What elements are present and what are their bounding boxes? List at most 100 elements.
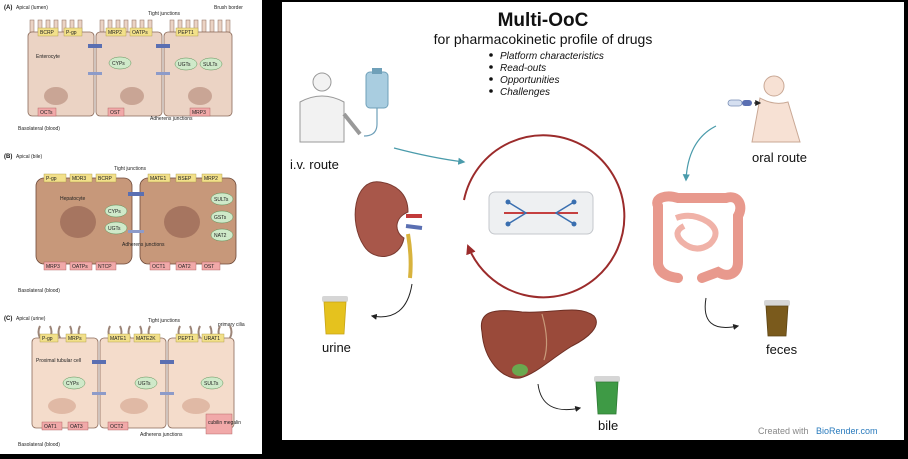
- panel-a-nucleus: [120, 87, 144, 105]
- panel-b-apical-label: Apical (bile): [16, 154, 42, 160]
- enzyme-bubble: [174, 57, 198, 71]
- diagram-title: Multi-OoC: [498, 10, 589, 31]
- panel-c-nucleus: [182, 398, 210, 414]
- transporter-tag: [175, 173, 197, 183]
- transporter-tag: [175, 27, 199, 37]
- multi-ooc-svg: Multi-OoC for pharmacokinetic profile of…: [290, 10, 878, 436]
- enzyme-label: UGTs: [108, 226, 121, 232]
- bullet-dot: [489, 53, 493, 57]
- bile-arrow: [537, 383, 582, 412]
- bullet-dot: [489, 77, 493, 81]
- panel-c-proximal-tubule: (C) Apical (urine) Tight junctions prima…: [4, 316, 245, 448]
- panel-a-basolateral-label: Basolateral (blood): [18, 126, 60, 132]
- enzyme-label: CYPs: [112, 61, 125, 67]
- transporter-tag: [175, 261, 197, 271]
- transporter-tag: [105, 27, 127, 37]
- panel-a-cell-label: Enterocyte: [36, 54, 60, 60]
- diagram-subtitle: for pharmacokinetic profile of drugs: [434, 31, 653, 47]
- panel-b-tight-junction: [128, 192, 144, 196]
- transporter-label: MRP3: [46, 264, 60, 270]
- credit-brand: BioRender.com: [816, 426, 878, 436]
- panel-a-tight-junction: [88, 44, 102, 48]
- transporter-label: NTCP: [98, 264, 112, 270]
- panel-a-adherens-label: Adherens junctions: [150, 116, 193, 122]
- iv-route-arrow: [393, 147, 466, 165]
- transporter-tag: [201, 333, 225, 343]
- enzyme-label: UGTs: [138, 381, 151, 387]
- bullet-item: Read-outs: [500, 63, 546, 74]
- bullet-dot: [489, 89, 493, 93]
- oral-route-label: oral route: [752, 150, 807, 165]
- panel-b-basolateral-label: Basolateral (blood): [18, 288, 60, 294]
- panel-c-cilia-label: primary cilia: [218, 322, 245, 328]
- transporter-tag: [201, 261, 221, 271]
- panel-a-apical-label: Apical (lumen): [16, 5, 48, 11]
- enzyme-label: NAT2: [214, 233, 227, 239]
- transporter-label: OST: [204, 264, 214, 270]
- panel-b-tight-label: Tight junctions: [114, 166, 147, 172]
- transporter-tag: [189, 107, 211, 117]
- cell-diagram-svg: (A) Apical (lumen) Tight junctions Brush…: [4, 5, 245, 448]
- panel-c-tight-junction: [160, 360, 174, 364]
- oral-patient-illustration: [751, 75, 801, 143]
- transporter-tag: [39, 333, 59, 343]
- transporter-label: MATE1: [150, 176, 167, 182]
- panel-c-tight-label: Tight junctions: [148, 318, 181, 324]
- transporter-label: MRPs: [68, 336, 82, 342]
- transporter-label: P-gp: [42, 336, 53, 342]
- transporter-label: URAT1: [204, 336, 220, 342]
- cell-panels: (A) Apical (lumen) Tight junctions Brush…: [0, 0, 262, 454]
- transporter-label: MATE2K: [136, 336, 156, 342]
- bullet-list: Platform characteristics Read-outs Oppor…: [489, 51, 604, 98]
- organ-on-chip-device: [488, 191, 594, 235]
- bullet-item: Opportunities: [500, 75, 559, 86]
- bullet-item: Challenges: [500, 87, 550, 98]
- transporter-label: PEPT1: [178, 336, 194, 342]
- transporter-tag: [205, 413, 233, 435]
- transporter-tag: [43, 173, 67, 183]
- panel-c-basolateral-label: Basolateral (blood): [18, 442, 60, 448]
- transporter-label: BCRP: [40, 30, 55, 36]
- transporter-tag: [65, 333, 87, 343]
- panel-b-hepatocyte: (B) Apical (bile) Tight junctions Hepato…: [4, 154, 237, 294]
- feces-arrow: [704, 297, 740, 330]
- transporter-tag: [69, 261, 93, 271]
- transporter-tag: [107, 107, 125, 117]
- transporter-tag: [37, 27, 59, 37]
- transporter-tag: [147, 173, 171, 183]
- enzyme-bubble: [210, 210, 234, 224]
- enzyme-bubble: [104, 204, 128, 218]
- panel-b-nucleus: [60, 206, 96, 238]
- panel-a-adherens-junction: [88, 72, 102, 75]
- panel-c-label: (C): [4, 316, 12, 322]
- enzyme-label: GSTs: [214, 215, 227, 221]
- enzyme-bubble: [134, 376, 158, 390]
- transporter-label: MRP2: [108, 30, 122, 36]
- transporter-tag: [67, 421, 89, 431]
- panel-c-nucleus: [120, 398, 148, 414]
- transporter-label: PEPT1: [178, 30, 194, 36]
- iv-bag-icon: [363, 68, 389, 137]
- panel-b-adherens-junction: [128, 230, 144, 233]
- enzyme-bubble: [108, 56, 132, 70]
- panel-c-adherens-label: Adherens junctions: [140, 432, 183, 438]
- enzyme-bubble: [104, 221, 128, 235]
- iv-route-label: i.v. route: [290, 157, 339, 172]
- bullet-dot: [489, 65, 493, 69]
- panel-b-adherens-label: Adherens junctions: [122, 242, 165, 248]
- enzyme-bubble: [210, 228, 234, 242]
- enzyme-label: SULTs: [203, 62, 218, 68]
- panel-c-apical-label: Apical (urine): [16, 316, 46, 322]
- urine-cup-icon: [322, 296, 348, 335]
- enzyme-label: UGTs: [178, 62, 191, 68]
- transporter-label: P-gp: [66, 30, 77, 36]
- multi-ooc-panel: Multi-OoC for pharmacokinetic profile of…: [282, 2, 904, 440]
- panel-a-enterocyte: (A) Apical (lumen) Tight junctions Brush…: [4, 5, 243, 132]
- transporter-tag: [107, 421, 129, 431]
- bile-label: bile: [598, 418, 618, 433]
- transporter-tag: [133, 333, 161, 343]
- panel-c-tight-junction: [92, 360, 106, 364]
- transporter-label: OAT2: [178, 264, 191, 270]
- enzyme-label: CYPs: [66, 381, 79, 387]
- transporter-label: BCRP: [98, 176, 113, 182]
